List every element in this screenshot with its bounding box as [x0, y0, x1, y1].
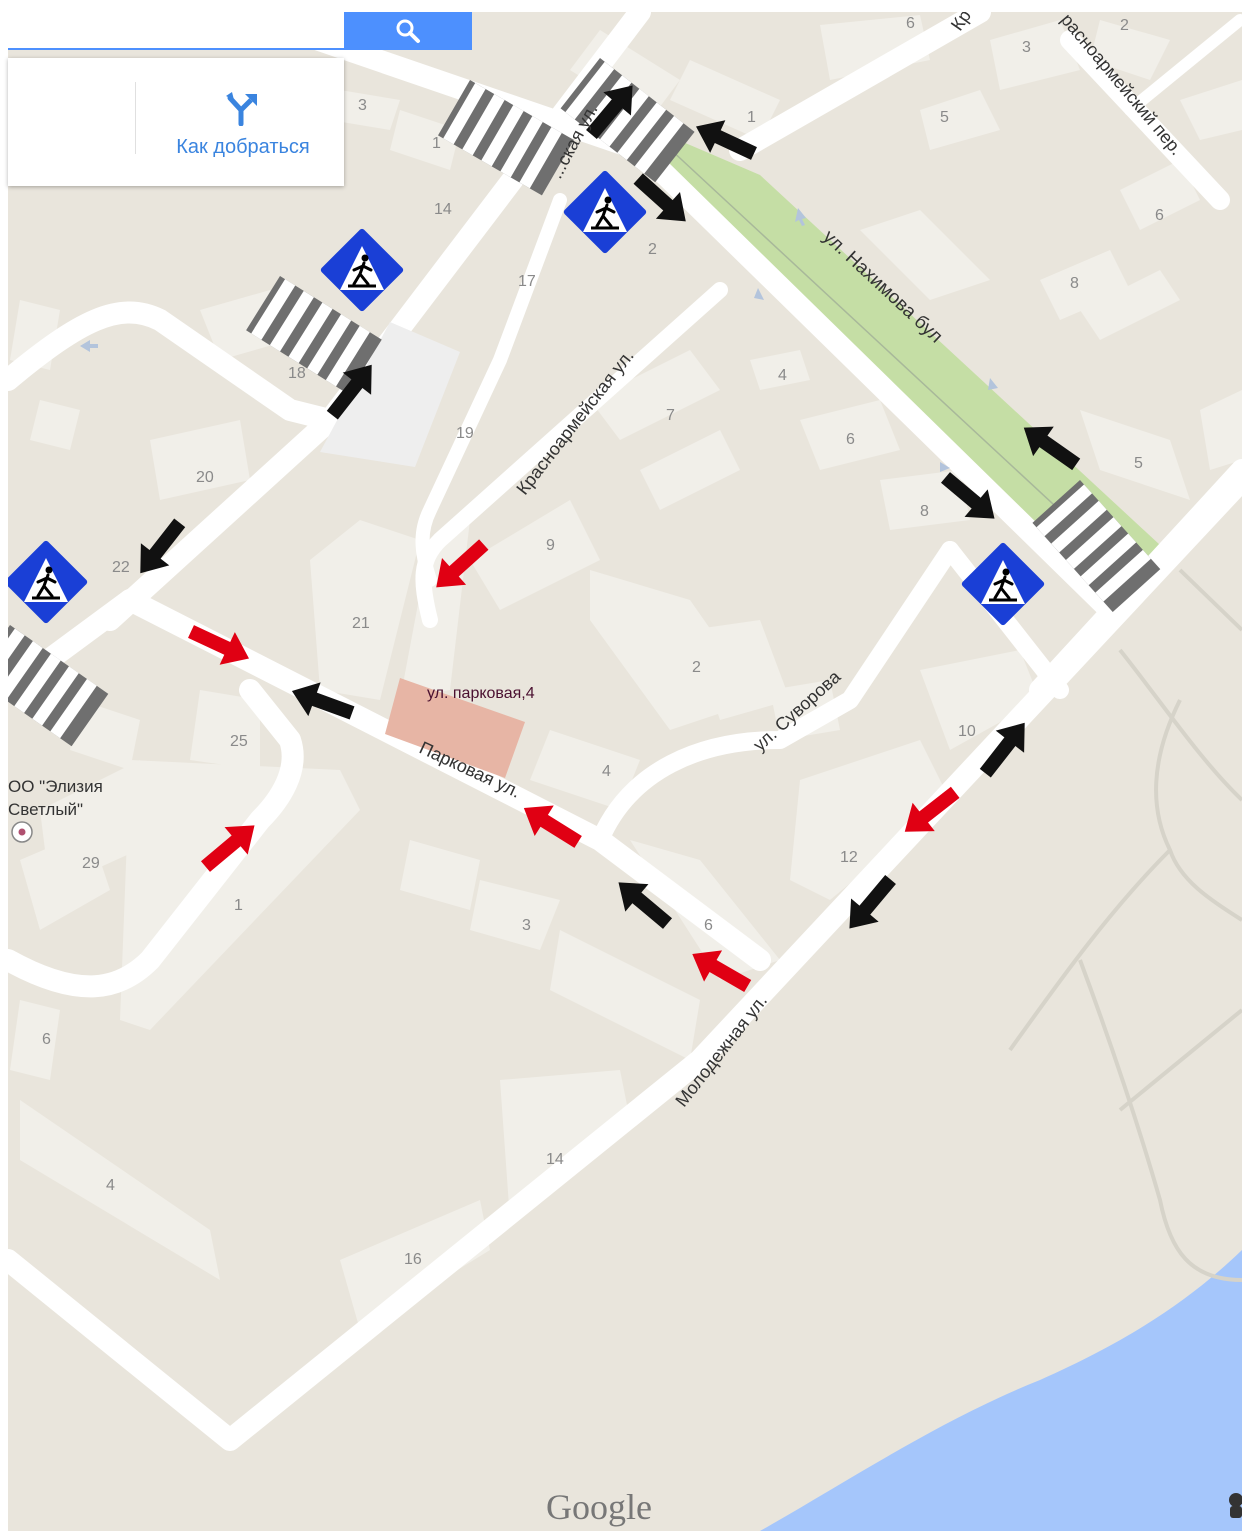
house-number: 1 — [747, 109, 756, 126]
house-number: 29 — [82, 855, 100, 872]
directions-panel: Как добраться — [8, 58, 344, 186]
house-number: 4 — [778, 367, 787, 384]
house-number: 14 — [546, 1151, 564, 1168]
search-icon — [396, 19, 420, 43]
house-number: 19 — [456, 425, 474, 442]
search-input[interactable] — [8, 12, 344, 50]
house-number: 22 — [112, 559, 130, 576]
house-number: 3 — [1022, 39, 1031, 56]
house-number: 5 — [1134, 455, 1143, 472]
house-number: 6 — [906, 15, 915, 32]
house-number: 4 — [602, 763, 611, 780]
house-number: 2 — [692, 659, 701, 676]
building-blocks — [10, 15, 1242, 1330]
house-number: 21 — [352, 615, 370, 632]
house-number: 12 — [840, 849, 858, 866]
house-number: 8 — [920, 503, 929, 520]
house-number: 6 — [704, 917, 713, 934]
highlight-patch — [320, 322, 460, 467]
pegman-icon[interactable] — [1222, 1490, 1242, 1520]
map-canvas[interactable]: ...ская ул. Кр расноармейский пер. ул. Н… — [8, 12, 1242, 1531]
house-number: 17 — [518, 273, 536, 290]
map-svg: ...ская ул. Кр расноармейский пер. ул. Н… — [8, 12, 1242, 1531]
oneway-markers — [80, 208, 998, 472]
house-number: 9 — [546, 537, 555, 554]
directions-button[interactable]: Как добраться — [158, 80, 328, 170]
house-number: 6 — [42, 1031, 51, 1048]
park-strip — [645, 130, 1160, 615]
house-number: 14 — [434, 201, 452, 218]
house-number: 1 — [234, 897, 243, 914]
house-number: 20 — [196, 469, 214, 486]
panel-divider — [135, 82, 136, 154]
google-logo: Google — [546, 1487, 652, 1527]
directions-label: Как добраться — [176, 136, 310, 158]
house-number: 1 — [432, 135, 441, 152]
target-address-label: ул. парковая,4 — [427, 685, 535, 702]
poi-label-line2: Светлый" — [8, 800, 83, 819]
target-building — [385, 678, 525, 778]
house-number: 2 — [648, 241, 657, 258]
footpaths — [1008, 568, 1242, 1282]
house-number: 16 — [404, 1251, 422, 1268]
house-number: 8 — [1070, 275, 1079, 292]
search-button[interactable] — [344, 12, 472, 50]
water-area — [760, 1250, 1242, 1531]
poi-marker-icon[interactable] — [11, 821, 33, 843]
house-number: 6 — [1155, 207, 1164, 224]
directions-fork-icon — [226, 92, 257, 126]
house-number: 18 — [288, 365, 306, 382]
house-number: 3 — [358, 97, 367, 114]
house-number: 6 — [846, 431, 855, 448]
house-number: 3 — [522, 917, 531, 934]
roads — [8, 12, 1242, 1451]
house-number: 2 — [1120, 17, 1129, 34]
house-number: 4 — [106, 1177, 115, 1194]
poi-label-line1: ОО "Элизия — [8, 777, 103, 796]
house-number: 10 — [958, 723, 976, 740]
house-number: 7 — [666, 407, 675, 424]
house-number: 5 — [940, 109, 949, 126]
house-number: 25 — [230, 733, 248, 750]
